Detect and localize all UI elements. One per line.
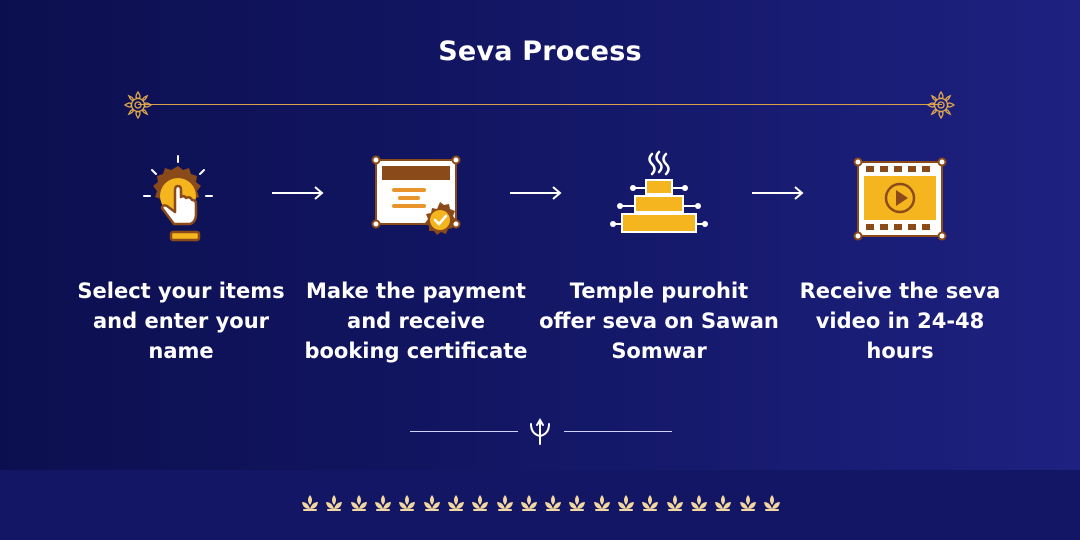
sprout-icon: [496, 495, 513, 511]
mandala-icon: [123, 90, 153, 120]
sprout-icon: [739, 495, 756, 511]
sprout-icon: [569, 495, 586, 511]
trishul-divider: [410, 418, 672, 446]
sprout-icon: [472, 495, 489, 511]
sprout-icon: [763, 495, 780, 511]
title-divider-line: [138, 104, 942, 105]
sprout-border: [300, 493, 782, 515]
step-3-text: Temple purohit offer seva on Sawan Somwa…: [539, 279, 779, 363]
step-1-text: Select your items and enter your name: [77, 279, 285, 363]
mandala-icon: [926, 90, 956, 120]
sprout-icon: [545, 495, 562, 511]
sprout-icon: [302, 495, 318, 511]
certificate-icon: [371, 155, 461, 235]
sprout-icon: [423, 495, 440, 511]
step-2-text: Make the payment and receive booking cer…: [304, 279, 528, 363]
temple-offering-icon: [610, 150, 708, 233]
divider-line-left: [410, 431, 518, 432]
trishul-icon: [530, 418, 550, 445]
sprout-icon: [618, 495, 635, 511]
sprout-icon: [350, 495, 367, 511]
tap-hand-icon: [143, 155, 213, 242]
sprout-icon: [691, 495, 707, 511]
arrow-right-icon: [752, 186, 804, 200]
sprout-icon: [399, 495, 416, 511]
page-title: Seva Process: [438, 36, 642, 67]
sprout-icon: [326, 495, 343, 511]
arrow-right-icon: [510, 186, 562, 200]
sprout-icon: [642, 495, 659, 511]
arrow-right-icon: [272, 186, 324, 200]
sprout-icon: [666, 495, 683, 511]
bottom-band: [0, 470, 1080, 540]
sprout-icon: [520, 495, 537, 511]
video-play-icon: [853, 157, 947, 241]
step-4-text: Receive the seva video in 24-48 hours: [799, 279, 1001, 363]
sprout-icon: [447, 495, 464, 511]
divider-line-right: [564, 431, 672, 432]
sprout-icon: [593, 495, 610, 511]
sprout-icon: [374, 495, 391, 511]
sprout-icon: [715, 495, 732, 511]
